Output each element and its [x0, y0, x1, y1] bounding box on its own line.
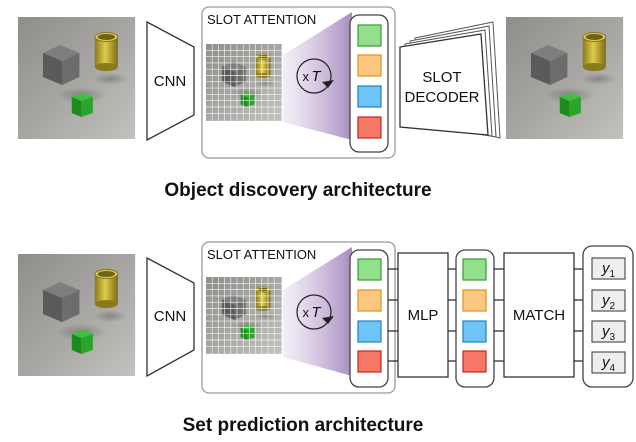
- target-y2-subscript: 2: [610, 301, 616, 312]
- reconstructed-image: [505, 16, 624, 140]
- decoder-label-line2: DECODER: [404, 89, 479, 106]
- target-y1-symbol: y: [601, 260, 611, 277]
- cnn-label: CNN: [154, 73, 187, 90]
- iter-var-2: T: [311, 304, 322, 321]
- mlp-block: [397, 252, 449, 378]
- iteration-loop-2: x T: [296, 294, 334, 330]
- svg-text:y3: y3: [601, 323, 616, 343]
- svg-text:y4: y4: [601, 354, 616, 374]
- svg-text:y2: y2: [601, 292, 616, 312]
- iteration-loop: x T: [296, 58, 334, 94]
- target-y1-subscript: 1: [610, 269, 616, 280]
- target-y4-subscript: 4: [610, 363, 616, 374]
- iter-var: T: [311, 68, 322, 85]
- mlp-out-green: [462, 258, 487, 281]
- mlp-label: MLP: [408, 307, 439, 324]
- slot-orange-2: [357, 289, 382, 312]
- iter-prefix: x: [303, 69, 310, 84]
- slot-orange: [357, 54, 382, 77]
- object-discovery-row: CNN SLOT ATTENTION x T SLOT DECODER: [17, 6, 624, 201]
- svg-text:x: x: [303, 305, 310, 320]
- mlp-to-outputs-connectors: [448, 268, 456, 362]
- cnn-label-2: CNN: [154, 308, 187, 325]
- cnn-encoder: [146, 20, 195, 142]
- target-y2: y2: [591, 289, 626, 312]
- input-image-2: [17, 253, 136, 377]
- object-discovery-caption: Object discovery architecture: [164, 180, 431, 201]
- slot-red-2: [357, 350, 382, 373]
- slot-decoder: SLOT DECODER: [399, 21, 501, 139]
- svg-text:x: x: [303, 69, 310, 84]
- target-y3-symbol: y: [601, 323, 611, 340]
- slot-green: [357, 24, 382, 47]
- attention-projection: [283, 12, 352, 140]
- outputs-to-match-connectors: [494, 268, 504, 362]
- slot-attention-label-2: SLOT ATTENTION: [207, 247, 316, 262]
- target-y4-symbol: y: [601, 354, 611, 371]
- target-y3: y3: [591, 320, 626, 343]
- cnn-encoder-2: [146, 256, 195, 378]
- decoder-label-line1: SLOT: [422, 69, 461, 86]
- set-prediction-caption: Set prediction architecture: [183, 415, 424, 436]
- set-prediction-row: CNN SLOT ATTENTION x T MLP: [17, 241, 634, 436]
- target-y4: y4: [591, 351, 626, 374]
- feature-map-grid: [206, 44, 282, 121]
- target-y2-symbol: y: [601, 292, 611, 309]
- target-y1: y1: [591, 257, 626, 280]
- slot-red: [357, 116, 382, 139]
- target-y3-subscript: 3: [610, 332, 616, 343]
- slot-blue-2: [357, 320, 382, 343]
- match-to-targets-connectors: [574, 268, 583, 362]
- slot-attention-label: SLOT ATTENTION: [207, 12, 316, 27]
- match-block: [503, 252, 575, 378]
- svg-text:y1: y1: [601, 260, 616, 280]
- input-image: [17, 16, 136, 140]
- mlp-out-red: [462, 350, 487, 373]
- mlp-out-orange: [462, 289, 487, 312]
- slot-green-2: [357, 258, 382, 281]
- match-label: MATCH: [513, 307, 565, 324]
- iter-prefix-2: x: [303, 305, 310, 320]
- slot-to-mlp-connectors: [388, 268, 398, 362]
- slot-blue: [357, 85, 382, 108]
- feature-map-grid-2: [206, 277, 282, 354]
- mlp-out-blue: [462, 320, 487, 343]
- attention-projection-2: [283, 247, 352, 376]
